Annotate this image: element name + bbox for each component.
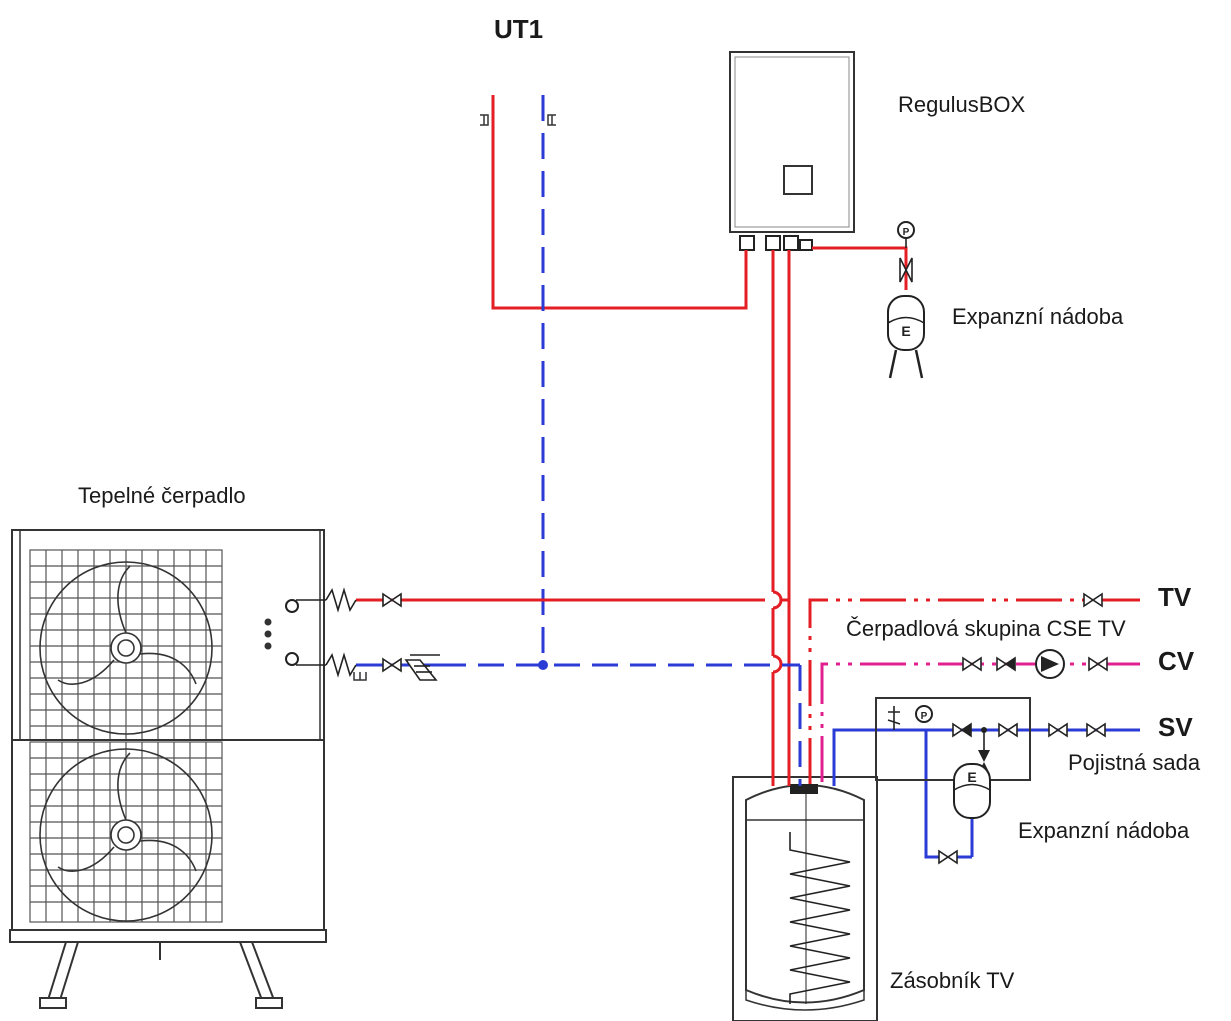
pump-group-label: Čerpadlová skupina CSE TV [846, 616, 1126, 641]
heat-pump-connection-circles [285, 599, 299, 666]
cv-label: CV [1158, 646, 1195, 676]
drain-fitting [353, 672, 367, 681]
gauge-letter-safety: P [921, 711, 928, 722]
regulus-hot-risers [771, 250, 791, 786]
tank-label: Zásobník TV [890, 968, 1015, 993]
strainer-filter [404, 654, 440, 681]
pump-group-cse-tv [962, 649, 1108, 679]
tank-heating-coil [789, 832, 851, 1004]
valve-hp-return [382, 658, 402, 672]
valve-sv-1 [1048, 723, 1068, 737]
expansion-vessel-bottom-label: Expanzní nádoba [1018, 818, 1190, 843]
sv-label: SV [1158, 712, 1193, 742]
sv-pipe [832, 728, 1140, 859]
heat-pump-indicator-dots [264, 618, 272, 650]
expansion-vessel-top: E P [887, 221, 925, 379]
tv-pipe [808, 598, 1140, 786]
heat-pump-flow-pipe [296, 587, 789, 613]
ut1-label: UT1 [494, 14, 544, 44]
heat-pump-return-pipe [296, 652, 802, 786]
expansion-vessel-top-label: Expanzní nádoba [952, 304, 1124, 329]
expansion-vessel-bottom: E [938, 763, 991, 864]
cv-pipe [820, 662, 1140, 786]
expansion-line-top [812, 246, 908, 290]
regulusbox-label: RegulusBOX [898, 92, 1026, 117]
safety-set-box: P [875, 697, 1031, 781]
fan-upper [39, 561, 213, 735]
tv-label: TV [1158, 582, 1192, 612]
regulusbox-fittings [739, 235, 813, 251]
ut1-pipes [480, 95, 748, 665]
safety-set-label: Pojistná sada [1068, 750, 1201, 775]
valve-sv-2 [1086, 723, 1106, 737]
regulusbox-unit [729, 51, 855, 251]
vessel-letter-bottom: E [967, 769, 976, 785]
vessel-letter-top: E [901, 323, 910, 339]
heat-pump-label: Tepelné čerpadlo [78, 483, 246, 508]
gauge-letter-top: P [903, 227, 910, 238]
valve-tv [1083, 593, 1103, 607]
heat-pump-stand [39, 941, 283, 1009]
valve-hp-flow [382, 593, 402, 607]
heat-pump-unit [9, 529, 327, 1009]
hot-water-tank [732, 776, 878, 1021]
